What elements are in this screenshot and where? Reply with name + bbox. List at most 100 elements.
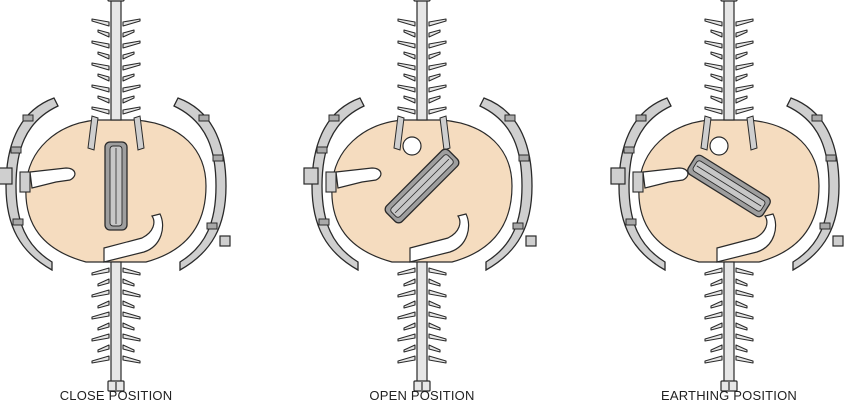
insulator-shed	[91, 62, 141, 71]
insulator-shed	[710, 73, 748, 82]
insulator-shed	[397, 333, 447, 342]
insulator-shed	[97, 344, 135, 353]
tank-rib	[22, 114, 34, 122]
insulator-shed	[97, 322, 135, 331]
insulator-shed	[97, 73, 135, 82]
insulator-shed	[91, 355, 141, 364]
insulator-shed	[403, 73, 441, 82]
terminal-cap	[107, 0, 125, 2]
tank-rib	[12, 218, 24, 226]
fixed-contact-lower	[103, 213, 164, 263]
insulator-shed	[710, 95, 748, 104]
left-flange	[303, 167, 319, 185]
shield-plate	[700, 115, 712, 151]
insulator-shed	[704, 333, 754, 342]
insulator-shed	[403, 300, 441, 309]
panel-close	[0, 0, 231, 392]
tank-rib	[825, 154, 837, 162]
tank-rib	[316, 146, 328, 154]
fixed-contact-upper	[402, 136, 422, 156]
insulator-shed	[704, 355, 754, 364]
insulator-shed	[397, 289, 447, 298]
insulator-shed	[97, 95, 135, 104]
moving-blade-closed	[104, 141, 128, 231]
tank-rib	[10, 146, 22, 154]
insulator-shed	[397, 311, 447, 320]
moving-blade-earthed	[687, 154, 771, 218]
left-flange	[0, 167, 13, 185]
lower-bushing	[704, 261, 754, 392]
insulator-shed	[97, 300, 135, 309]
panel-earthing	[610, 0, 844, 392]
insulator-shed	[704, 106, 754, 115]
insulator-shed	[397, 106, 447, 115]
upper-bushing	[91, 0, 141, 121]
insulator-shed	[704, 267, 754, 276]
insulator-shed	[704, 311, 754, 320]
insulator-shed	[704, 84, 754, 93]
insulator-shed	[91, 333, 141, 342]
caption-earthing: EARTHING POSITION	[660, 388, 798, 403]
shield-plate	[393, 115, 405, 151]
conductor-rod	[110, 261, 122, 384]
tank-rib	[318, 218, 330, 226]
tank-rib	[635, 114, 647, 122]
tank-rib	[811, 114, 823, 122]
insulator-shed	[97, 278, 135, 287]
insulator-shed	[397, 18, 447, 27]
shield-plate	[746, 115, 758, 151]
insulator-shed	[710, 344, 748, 353]
insulator-shed	[403, 322, 441, 331]
earthing-contact	[29, 167, 76, 189]
terminal-cap	[413, 0, 431, 2]
earthing-bracket	[325, 171, 337, 193]
tank-rib	[198, 114, 210, 122]
lower-bushing	[397, 261, 447, 392]
insulator-shed	[97, 51, 135, 60]
conductor-rod	[416, 0, 428, 121]
tank-rib	[504, 114, 516, 122]
insulator-shed	[403, 95, 441, 104]
shield-plate	[133, 115, 145, 151]
shield-plate	[87, 115, 99, 151]
tank-rib	[212, 154, 224, 162]
insulator-shed	[403, 29, 441, 38]
fixed-contact-lower	[716, 213, 777, 263]
right-flange	[832, 235, 844, 247]
upper-bushing	[704, 0, 754, 121]
caption-open: OPEN POSITION	[369, 388, 475, 403]
fixed-contact-lower	[409, 213, 470, 263]
tank-rib	[518, 154, 530, 162]
insulator-shed	[397, 84, 447, 93]
tank-rib	[206, 222, 218, 230]
insulator-shed	[704, 18, 754, 27]
insulator-shed	[91, 289, 141, 298]
upper-bushing	[397, 0, 447, 121]
insulator-shed	[710, 300, 748, 309]
insulator-shed	[397, 355, 447, 364]
right-flange	[525, 235, 537, 247]
insulator-shed	[704, 40, 754, 49]
insulator-shed	[91, 311, 141, 320]
right-flange	[219, 235, 231, 247]
conductor-rod	[723, 261, 735, 384]
insulator-shed	[403, 51, 441, 60]
lower-bushing	[91, 261, 141, 392]
insulator-shed	[704, 62, 754, 71]
panel-open	[303, 0, 537, 392]
conductor-rod	[723, 0, 735, 121]
left-flange	[610, 167, 626, 185]
insulator-shed	[91, 84, 141, 93]
blade-axis	[394, 158, 450, 214]
insulator-shed	[704, 289, 754, 298]
insulator-shed	[710, 322, 748, 331]
tank-rib	[625, 218, 637, 226]
insulator-shed	[397, 267, 447, 276]
fixed-contact-upper	[709, 136, 729, 156]
tank-rib	[512, 222, 524, 230]
caption-close: CLOSE POSITION	[59, 388, 173, 403]
insulator-shed	[403, 344, 441, 353]
tank-rib	[819, 222, 831, 230]
